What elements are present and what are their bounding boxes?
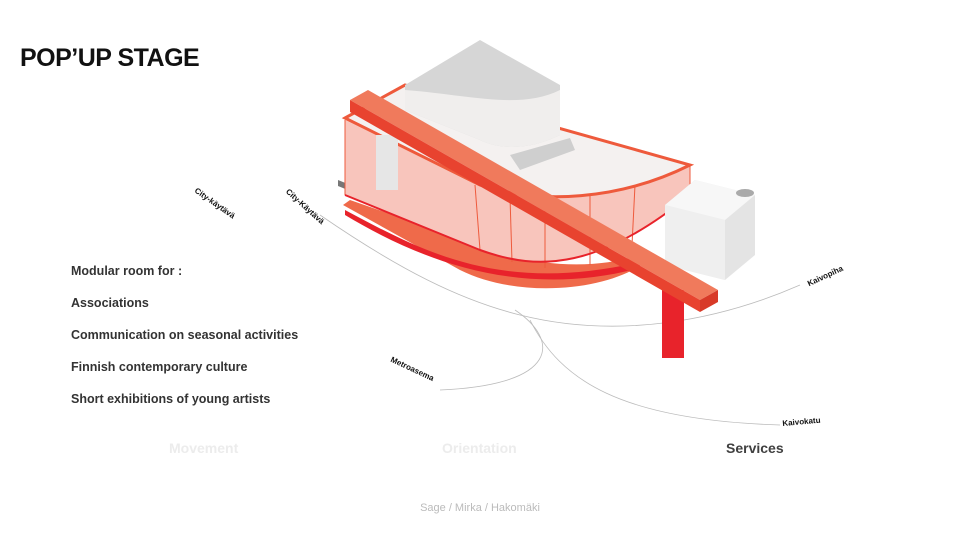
tab-orientation[interactable]: Orientation [442, 440, 517, 456]
list-item: Communication on seasonal activities [71, 328, 299, 342]
feature-list: Modular room for : Associations Communic… [71, 264, 298, 424]
list-item: Short exhibitions of young artists [71, 392, 271, 406]
slide-title: POP’UP STAGE [20, 44, 200, 72]
credit-footer: Sage / Mirka / Hakomäki [420, 502, 540, 514]
route-metroasema [439, 309, 543, 391]
red-beam [350, 90, 718, 300]
red-column [662, 290, 684, 358]
tab-services[interactable]: Services [726, 440, 784, 456]
route-kaivokatu [529, 319, 781, 426]
platform [343, 200, 645, 289]
list-item: Associations [71, 296, 149, 310]
list-item: Finnish contemporary culture [71, 360, 248, 374]
tab-movement[interactable]: Movement [169, 440, 239, 456]
list-item: Modular room for : [71, 264, 183, 278]
route-kaivopiha [319, 214, 801, 327]
